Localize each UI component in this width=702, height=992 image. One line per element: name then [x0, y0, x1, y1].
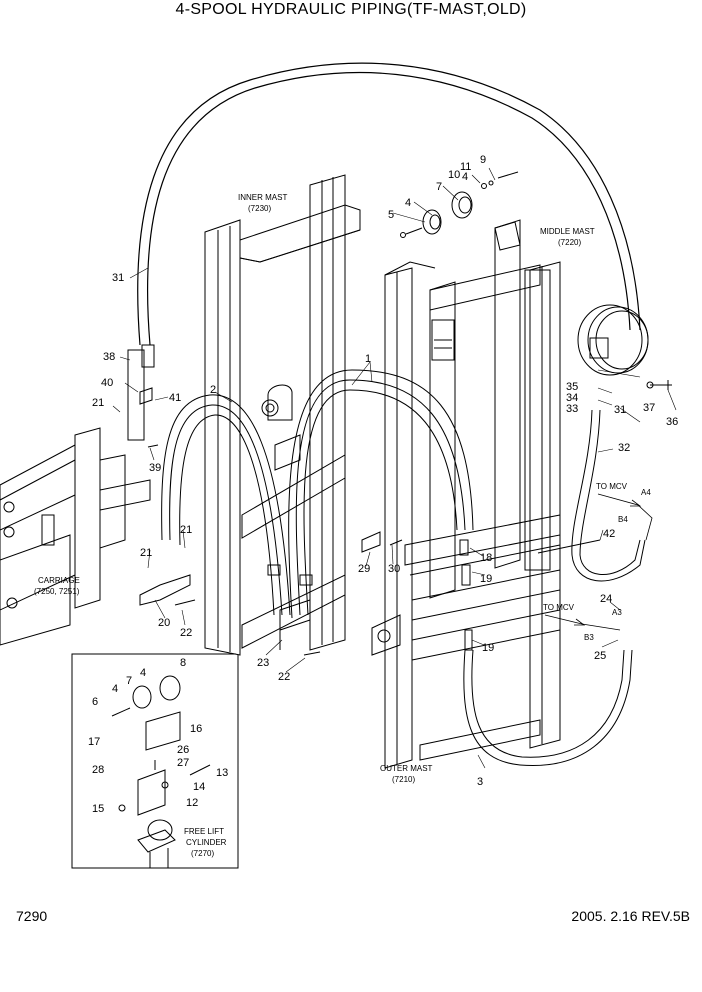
callout-4c: 4 — [140, 667, 146, 679]
label-port-b4: B4 — [618, 515, 628, 524]
callout-7a: 7 — [436, 181, 442, 193]
callout-3: 3 — [477, 776, 483, 788]
label-carriage: CARRIAGE — [38, 576, 80, 585]
label-inner-mast-code: (7230) — [248, 204, 271, 213]
label-to-mcv-b: TO MCV — [543, 603, 575, 612]
callout-35: 35 — [566, 381, 578, 393]
hose-3 — [463, 649, 633, 767]
callout-21b: 21 — [180, 524, 192, 536]
hose-1 — [288, 369, 474, 619]
label-middle-mast: MIDDLE MAST — [540, 227, 595, 236]
callout-9: 9 — [480, 154, 486, 166]
detail-inset-box — [71, 653, 239, 869]
revision-date: 2005. 2.16 REV.5B — [571, 908, 690, 924]
callout-37: 37 — [643, 402, 655, 414]
label-free-lift-2: CYLINDER — [186, 838, 227, 847]
callout-38: 38 — [103, 351, 115, 363]
label-carriage-code: (7250, 7251) — [34, 587, 80, 596]
label-outer-mast-code: (7210) — [392, 775, 415, 784]
page-title: 4-SPOOL HYDRAULIC PIPING(TF-MAST,OLD) — [175, 1, 527, 18]
callout-19b: 19 — [482, 642, 494, 654]
callout-4b: 4 — [462, 171, 468, 183]
callout-31b: 31 — [614, 404, 626, 416]
callout-40: 40 — [101, 377, 113, 389]
roller-assembly-top — [400, 171, 519, 238]
mcv-arrows — [544, 493, 653, 631]
callout-29: 29 — [358, 563, 370, 575]
callout-19a: 19 — [480, 573, 492, 585]
callout-25: 25 — [594, 650, 606, 662]
label-inner-mast: INNER MAST — [238, 193, 287, 202]
callout-16: 16 — [190, 723, 202, 735]
label-free-lift: FREE LIFT — [184, 827, 224, 836]
callout-2: 2 — [210, 384, 216, 396]
leader-lines — [112, 167, 677, 769]
callout-numbers: 1 2 3 5 4 7 4 10 11 9 31 31 32 33 34 35 … — [88, 154, 678, 815]
callout-42: 42 — [603, 528, 615, 540]
callout-4d: 4 — [112, 683, 118, 695]
callout-11: 11 — [460, 161, 471, 173]
callout-32: 32 — [618, 442, 630, 454]
callout-33: 33 — [566, 403, 578, 415]
callout-6: 6 — [92, 696, 98, 708]
callout-27: 27 — [177, 757, 189, 769]
callout-28: 28 — [92, 764, 104, 776]
callout-36: 36 — [666, 416, 678, 428]
callout-23: 23 — [257, 657, 269, 669]
callout-4a: 4 — [405, 197, 411, 209]
callout-31a: 31 — [112, 272, 124, 284]
label-outer-mast: OUTER MAST — [380, 764, 433, 773]
middle-mast — [404, 219, 561, 599]
hose-2 — [161, 394, 291, 616]
callout-22a: 22 — [180, 627, 192, 639]
carriage — [0, 344, 155, 646]
callout-12: 12 — [186, 797, 198, 809]
callout-20: 20 — [158, 617, 170, 629]
callout-17: 17 — [88, 736, 100, 748]
callout-18: 18 — [480, 552, 492, 564]
callout-21a: 21 — [92, 397, 104, 409]
label-middle-mast-code: (7220) — [558, 238, 581, 247]
fittings — [139, 387, 601, 656]
label-to-mcv-a: TO MCV — [596, 482, 628, 491]
callout-41: 41 — [169, 392, 181, 404]
callout-24: 24 — [600, 593, 612, 605]
inner-mast — [204, 174, 361, 656]
label-free-lift-code: (7270) — [191, 849, 214, 858]
callout-15: 15 — [92, 803, 104, 815]
callout-39: 39 — [149, 462, 161, 474]
callout-5: 5 — [388, 209, 394, 221]
label-port-a4: A4 — [641, 488, 651, 497]
label-port-a3: A3 — [612, 608, 622, 617]
callout-8: 8 — [180, 657, 186, 669]
callout-22b: 22 — [278, 671, 290, 683]
page-code: 7290 — [16, 908, 48, 924]
hose-32 — [571, 409, 646, 582]
callout-14: 14 — [193, 781, 205, 793]
callout-34: 34 — [566, 392, 578, 404]
callout-7b: 7 — [126, 675, 132, 687]
hose-sheave — [577, 304, 672, 390]
hose-31-loop — [137, 62, 641, 346]
callout-30: 30 — [388, 563, 400, 575]
callout-26: 26 — [177, 744, 189, 756]
label-port-b3: B3 — [584, 633, 594, 642]
outer-mast — [371, 261, 561, 769]
callout-1: 1 — [365, 353, 371, 365]
callout-21c: 21 — [140, 547, 152, 559]
component-labels: INNER MAST (7230) MIDDLE MAST (7220) OUT… — [34, 193, 651, 858]
callout-10: 10 — [448, 169, 460, 181]
callout-13: 13 — [216, 767, 228, 779]
